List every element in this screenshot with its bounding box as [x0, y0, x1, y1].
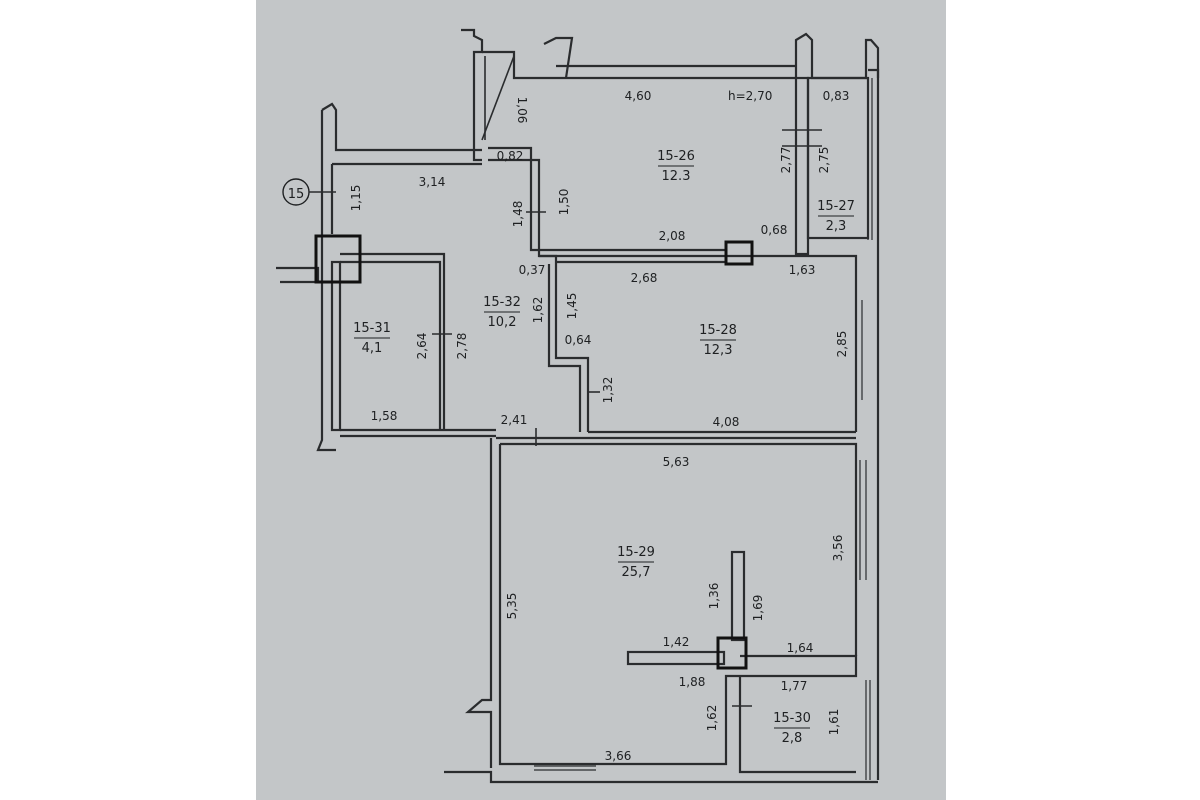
room-15-31: 15-31 4,1	[353, 321, 391, 356]
column-15-29	[716, 636, 748, 670]
column-15-28	[724, 240, 754, 266]
dimension-label: 2,77	[779, 147, 793, 174]
dimension-label: 1,77	[781, 679, 808, 693]
axis-marker-label: 15	[288, 187, 305, 202]
room-area: 12.3	[662, 169, 691, 184]
room-area: 2,3	[826, 219, 847, 234]
wall-15-29-left-inner	[498, 444, 740, 766]
room-area: 12,3	[704, 343, 733, 358]
window-bottom	[534, 765, 596, 771]
wall-15-28-top	[556, 254, 858, 432]
wall-shaft-left	[461, 28, 484, 162]
wall-top-left	[321, 102, 482, 152]
shaft-diagonal	[481, 55, 515, 141]
room-area: 2,8	[782, 731, 803, 746]
dimension-label: 1,50	[557, 189, 571, 216]
wall-left	[316, 110, 336, 452]
dimension-label: 0,37	[519, 263, 546, 277]
dimension-label: 3,14	[419, 175, 446, 189]
dimension-label: 0,64	[565, 333, 592, 347]
dimension-label: 1,69	[751, 595, 765, 622]
dimension-label: 2,41	[501, 413, 528, 427]
dimension-label: 1,48	[511, 201, 525, 228]
dimension-label: 5,63	[663, 455, 690, 469]
room-area: 25,7	[622, 565, 651, 580]
wall-15-26-bottom	[488, 146, 726, 252]
partition-vertical	[730, 550, 746, 642]
room-15-26: 15-26 12.3	[657, 149, 695, 184]
room-area: 10,2	[488, 315, 517, 330]
dimension-label: 1,32	[601, 377, 615, 404]
wall-15-29-left	[465, 438, 493, 768]
dimension-label: 0,82	[497, 149, 524, 163]
room-area: 4,1	[362, 341, 383, 356]
dimension-label: 1,36	[707, 583, 721, 610]
wall-15-30-outline	[738, 676, 856, 774]
column-left	[314, 234, 362, 284]
window-15-30	[865, 680, 871, 780]
wall-15-31-right	[340, 260, 442, 430]
wall-15-32-right	[539, 254, 590, 432]
wall-shaft-top	[482, 50, 556, 80]
wall-right-facade	[868, 68, 880, 780]
dimension-label: 2,68	[631, 271, 658, 285]
room-15-28: 15-28 12,3	[699, 323, 737, 358]
room-15-30: 15-30 2,8	[773, 711, 811, 746]
dimension-label: 2,08	[659, 229, 686, 243]
room-id: 15-27	[817, 199, 855, 214]
dimension-label: 1,42	[663, 635, 690, 649]
dimension-label: 5,35	[505, 593, 519, 620]
dimension-label: 4,60	[625, 89, 652, 103]
dimension-label: 3,66	[605, 749, 632, 763]
dimension-label: 2,75	[817, 147, 831, 174]
room-id: 15-26	[657, 149, 695, 164]
dimension-label: 1,15	[349, 185, 363, 212]
room-id: 15-30	[773, 711, 811, 726]
wall-15-29-top	[500, 442, 858, 656]
ceiling-height-label: h=2,70	[728, 89, 772, 103]
wall-shaft-notch	[543, 36, 574, 79]
dimension-label: 0,83	[823, 89, 850, 103]
room-labels: 15-26 12.3 15-27 2,3 15-28 12,3 15-29 25…	[353, 149, 855, 746]
window-15-29	[859, 460, 867, 580]
room-id: 15-31	[353, 321, 391, 336]
dimension-label: 2,78	[455, 333, 469, 360]
wall-ext-stub	[276, 266, 320, 284]
window-15-27	[867, 78, 873, 240]
dimension-label: 2,85	[835, 331, 849, 358]
dimension-label: 3,56	[831, 535, 845, 562]
door-15-26-15-27	[782, 129, 822, 147]
dimension-label: 1,62	[705, 705, 719, 732]
dimension-label: 1,61	[827, 709, 841, 736]
walls	[276, 28, 880, 784]
room-15-32: 15-32 10,2	[483, 295, 521, 330]
dimension-label: 0,68	[761, 223, 788, 237]
dimensions: 4,60 h=2,70 0,83 1,06 0,82 3,14 1,15 1,4…	[349, 89, 849, 763]
wall-15-29-15-30	[740, 654, 858, 678]
dimension-label: 1,64	[787, 641, 814, 655]
axis-marker: 15	[282, 178, 336, 206]
floor-plan: 15 15-26 12.3 15-27 2,3 15-28 12,3 15-29…	[256, 0, 946, 800]
floor-plan-sheet: 15 15-26 12.3 15-27 2,3 15-28 12,3 15-29…	[256, 0, 946, 800]
dimension-label: 1,58	[371, 409, 398, 423]
dimension-label: 1,63	[789, 263, 816, 277]
room-id: 15-32	[483, 295, 521, 310]
dimension-label: 1,88	[679, 675, 706, 689]
dimension-label: 1,06	[515, 97, 529, 124]
dimension-label: 1,62	[531, 297, 545, 324]
wall-left-inner	[330, 260, 342, 432]
room-id: 15-28	[699, 323, 737, 338]
plan-background	[256, 0, 946, 800]
room-15-29: 15-29 25,7	[617, 545, 655, 580]
dimension-label: 1,45	[565, 293, 579, 320]
wall-15-31-right-outer	[340, 252, 446, 430]
dimension-label: 2,64	[415, 333, 429, 360]
wall-bottom	[444, 770, 878, 784]
room-id: 15-29	[617, 545, 655, 560]
dimension-label: 4,08	[713, 415, 740, 429]
partition-horizontal	[626, 650, 726, 666]
wall-15-32-right-inner	[547, 264, 582, 432]
room-15-27: 15-27 2,3	[817, 199, 855, 234]
